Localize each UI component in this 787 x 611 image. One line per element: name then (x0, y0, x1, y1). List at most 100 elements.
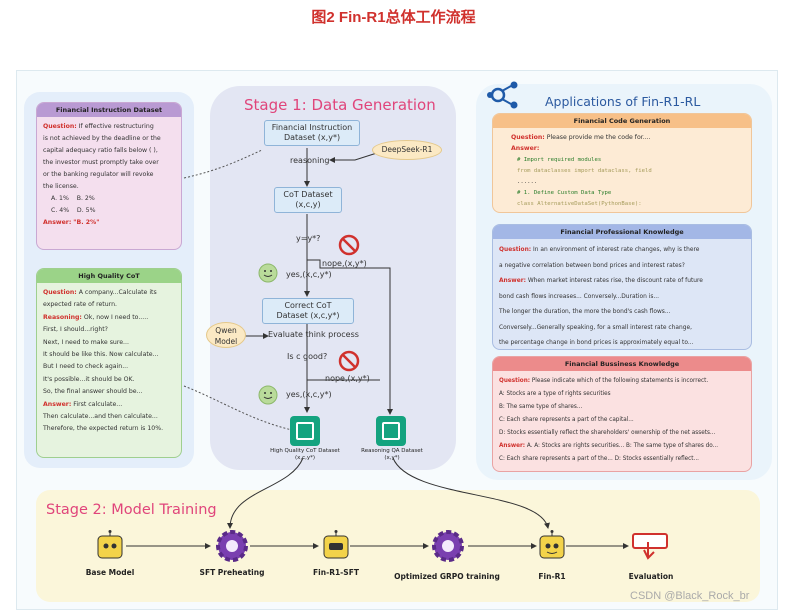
question-text: is not achieved by the deadline or the (43, 135, 161, 142)
robot-icon (539, 530, 565, 559)
code-line: from dataclasses import dataclass, field (517, 168, 652, 174)
reasoning-line: First, I should...right? (43, 326, 108, 334)
question-label: Question: (499, 378, 531, 384)
option-line: C: Each share represents a part of the c… (499, 417, 634, 423)
question-text: the license. (43, 183, 79, 190)
reasoning-line: It should be like this. Now calculate... (43, 351, 159, 359)
answer-line: the percentage change in bond prices is … (499, 340, 694, 346)
card-header: Financial Instruction Dataset (37, 103, 181, 117)
answer-label: Answer: (499, 443, 526, 449)
step-fin-r1-sft: Fin-R1-SFT (313, 568, 359, 577)
answer-line: Therefore, the expected return is 10%. (43, 425, 164, 433)
step-evaluation: Evaluation (628, 572, 674, 581)
qa-dataset-label: Reasoning QA Dataset (x,y*) (361, 448, 423, 461)
evaluation-icon (632, 533, 668, 560)
smiley-icon (258, 263, 278, 283)
document-icon-detail (382, 422, 400, 440)
question-label: Question: (511, 134, 545, 141)
stage1-title: Stage 1: Data Generation (244, 96, 436, 114)
no-entry-icon (338, 234, 360, 256)
qwen-model-bubble: Qwen Model (206, 322, 246, 348)
evaluate-label: Evaluate think process (268, 330, 359, 339)
question-text: Please indicate which of the following s… (531, 378, 709, 384)
apps-title: Applications of Fin-R1-RL (545, 94, 701, 109)
check-y-equals: y=y*? (296, 234, 321, 243)
robot-icon (97, 530, 123, 559)
answer-label: Answer: (43, 219, 72, 226)
answer-label: Answer: (43, 400, 72, 408)
gear-icon (432, 530, 464, 562)
answer-line: The longer the duration, the more the bo… (499, 309, 671, 315)
document-icon (376, 416, 406, 446)
correct-cot-box: Correct CoT Dataset (x,c,y*) (262, 298, 354, 324)
option-line: D: Stocks essentially reflect the shareh… (499, 430, 716, 436)
question-label: Question: (499, 247, 532, 253)
options-row: C. 4% D. 5% (51, 207, 96, 214)
answer-text: "B. 2%" (73, 219, 100, 226)
answer-text: First calculate... (73, 400, 123, 408)
reasoning-line: Next, I need to make sure... (43, 338, 129, 346)
option-line: A: Stocks are a type of rights securitie… (499, 391, 611, 397)
code-line: # Import required modules (517, 157, 602, 163)
code-line: # 1. Define Custom Data Type (517, 190, 612, 196)
options-row: A. 1% B. 2% (51, 195, 95, 202)
yes-label-1: yes,(x,c,y*) (286, 270, 332, 279)
question-text: A company...Calculate its (78, 289, 157, 296)
answer-label: Answer: (511, 145, 540, 152)
code-line: ...... (517, 179, 538, 185)
answer-line: Conversely...Generally speaking, for a s… (499, 324, 692, 331)
watermark: CSDN @Black_Rock_br (630, 590, 750, 602)
question-text: If effective restructuring (78, 123, 154, 130)
nope-label-1: nope,(x,y*) (322, 259, 367, 268)
question-text: expected rate of return. (43, 301, 117, 309)
reasoning-line: So, the final answer should be... (43, 388, 143, 396)
question-label: Question: (43, 289, 77, 296)
step-sft-preheating: SFT Preheating (199, 568, 265, 577)
professional-knowledge-card: Financial Professional Knowledge Questio… (492, 224, 752, 350)
question-text: a negative correlation between bond pric… (499, 262, 685, 269)
question-text: the investor must promptly take over (43, 159, 159, 166)
gear-icon (216, 530, 248, 562)
question-text: In an environment of interest rate chang… (533, 247, 700, 253)
reasoning-line: It's possible...it should be OK. (43, 375, 135, 383)
code-line: ...... (511, 212, 537, 213)
financial-instruction-box: Financial Instruction Dataset (x,y*) (264, 120, 360, 146)
option-line: B: The same type of shares... (499, 404, 583, 410)
code-generation-card: Financial Code Generation Question: Plea… (492, 113, 752, 213)
financial-instruction-card: Financial Instruction Dataset Question: … (36, 102, 182, 250)
cot-dataset-box: CoT Dataset (x,c,y) (274, 187, 342, 213)
card-header: Financial Code Generation (493, 114, 751, 128)
answer-line: bond cash flows increases... Conversely.… (499, 293, 660, 300)
step-base-model: Base Model (85, 568, 135, 577)
stage1-panel (210, 86, 456, 470)
stage2-title: Stage 2: Model Training (46, 502, 217, 518)
answer-text: A. A: Stocks are rights securities... B:… (526, 443, 719, 449)
nope-label-2: nope,(x,y*) (325, 374, 370, 383)
check-c-good: Is c good? (287, 352, 328, 361)
high-quality-cot-card: High Quality CoT Question: A company...C… (36, 268, 182, 458)
document-icon (290, 416, 320, 446)
answer-label: Answer: (499, 278, 526, 284)
network-icon (487, 81, 518, 109)
question-text: Please provide me the code for.... (546, 134, 651, 141)
step-grpo-training: Optimized GRPO training (394, 572, 500, 581)
hq-dataset-label: High Quality CoT Dataset (x,c,y*) (270, 448, 340, 461)
card-header: Financial Professional Knowledge (493, 225, 751, 239)
answer-line: C: Each share represents a part of the..… (499, 456, 699, 462)
no-entry-icon (338, 350, 360, 372)
deepseek-r1-bubble: DeepSeek-R1 (372, 140, 442, 160)
reasoning-label: reasoning (290, 156, 330, 165)
yes-label-2: yes,(x,c,y*) (286, 390, 332, 399)
answer-text: When market interest rates rise, the dis… (527, 278, 703, 284)
document-icon-detail (296, 422, 314, 440)
question-text: capital adequacy ratio falls below ( ), (43, 147, 158, 154)
smiley-icon (258, 385, 278, 405)
card-header: Financial Bussiness Knowledge (493, 357, 751, 371)
step-fin-r1: Fin-R1 (538, 572, 566, 581)
reasoning-text: Ok, now I need to..... (83, 313, 149, 321)
card-header: High Quality CoT (37, 269, 181, 283)
robot-icon (323, 530, 349, 559)
figure-title: 图2 Fin-R1总体工作流程 (311, 9, 476, 26)
business-knowledge-card: Financial Bussiness Knowledge Question: … (492, 356, 752, 472)
reasoning-label: Reasoning: (43, 313, 82, 321)
